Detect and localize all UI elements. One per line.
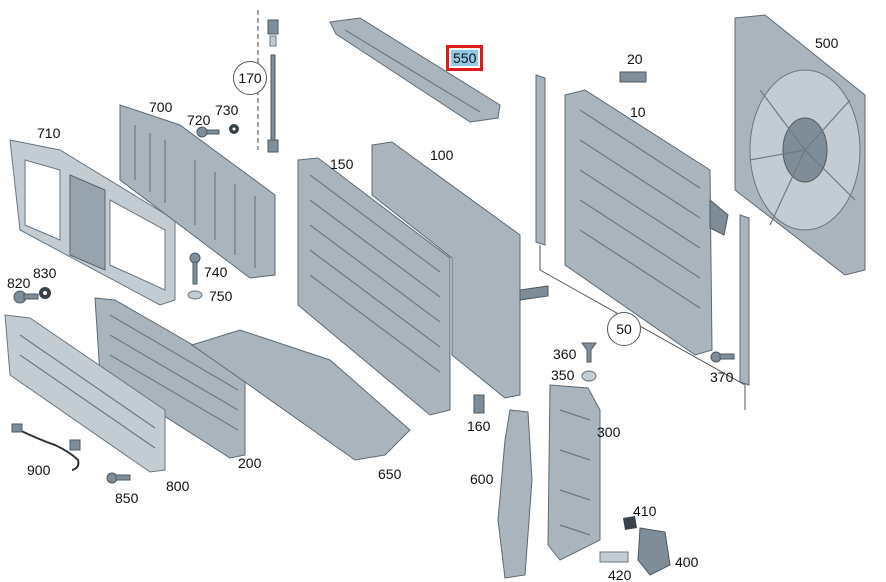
callout-820[interactable]: 820: [7, 275, 31, 291]
part-300-bracket: [547, 384, 601, 561]
part-650-air-duct: [190, 329, 411, 461]
callout-10[interactable]: 10: [630, 104, 646, 120]
callout-900[interactable]: 900: [27, 462, 51, 478]
callout-200[interactable]: 200: [238, 455, 262, 471]
part-700-shutter: [119, 104, 276, 279]
part-170-strut: [257, 10, 279, 153]
callout-170[interactable]: 170: [233, 61, 267, 95]
callout-710[interactable]: 710: [37, 125, 61, 141]
part-420-clip: [599, 551, 629, 563]
callout-400[interactable]: 400: [675, 554, 699, 570]
callout-550[interactable]: 550: [445, 45, 484, 71]
callout-350[interactable]: 350: [551, 367, 575, 383]
part-730-washer: [229, 124, 239, 134]
part-720-bolt: [196, 126, 220, 138]
part-740-bolt: [189, 252, 201, 285]
part-20-sensor: [619, 71, 647, 83]
callout-100[interactable]: 100: [430, 147, 454, 163]
callout-850[interactable]: 850: [115, 490, 139, 506]
part-50-seals: [535, 74, 750, 410]
callout-700[interactable]: 700: [149, 99, 173, 115]
callout-50[interactable]: 50: [607, 312, 641, 346]
callout-300[interactable]: 300: [597, 424, 621, 440]
part-600-side-panel: [497, 409, 533, 579]
callout-370[interactable]: 370: [710, 369, 734, 385]
part-820-bolt: [13, 290, 39, 304]
part-10-radiator: [564, 89, 729, 356]
callout-830[interactable]: 830: [33, 265, 57, 281]
part-150-condenser: [297, 157, 451, 416]
part-370-bolt: [710, 351, 735, 363]
callout-20[interactable]: 20: [627, 51, 643, 67]
part-750-washer: [187, 290, 203, 300]
callout-360[interactable]: 360: [553, 346, 577, 362]
part-830-washer: [39, 287, 51, 299]
part-800-lower-frame: [4, 314, 166, 473]
part-410-clip: [623, 516, 637, 530]
callout-720[interactable]: 720: [187, 112, 211, 128]
callout-500[interactable]: 500: [815, 35, 839, 51]
callout-150[interactable]: 150: [330, 156, 354, 172]
callout-650[interactable]: 650: [378, 466, 402, 482]
callout-800[interactable]: 800: [166, 478, 190, 494]
part-360-cap: [581, 342, 597, 363]
callout-750[interactable]: 750: [209, 288, 233, 304]
callout-730[interactable]: 730: [215, 102, 239, 118]
callout-160[interactable]: 160: [467, 418, 491, 434]
part-160-sensor: [473, 394, 485, 414]
part-900-cable: [11, 423, 81, 471]
callout-420[interactable]: 420: [608, 567, 632, 582]
part-850-bolt: [106, 472, 131, 484]
part-710-frame: [9, 139, 176, 306]
part-350-plug: [581, 370, 597, 382]
part-400-control-unit: [637, 527, 671, 576]
callout-740[interactable]: 740: [204, 264, 228, 280]
callout-600[interactable]: 600: [470, 471, 494, 487]
part-500-fan-shroud: [734, 14, 866, 276]
part-100-radiator: [371, 141, 549, 399]
part-550-air-guide: [329, 17, 501, 123]
callout-410[interactable]: 410: [633, 503, 657, 519]
